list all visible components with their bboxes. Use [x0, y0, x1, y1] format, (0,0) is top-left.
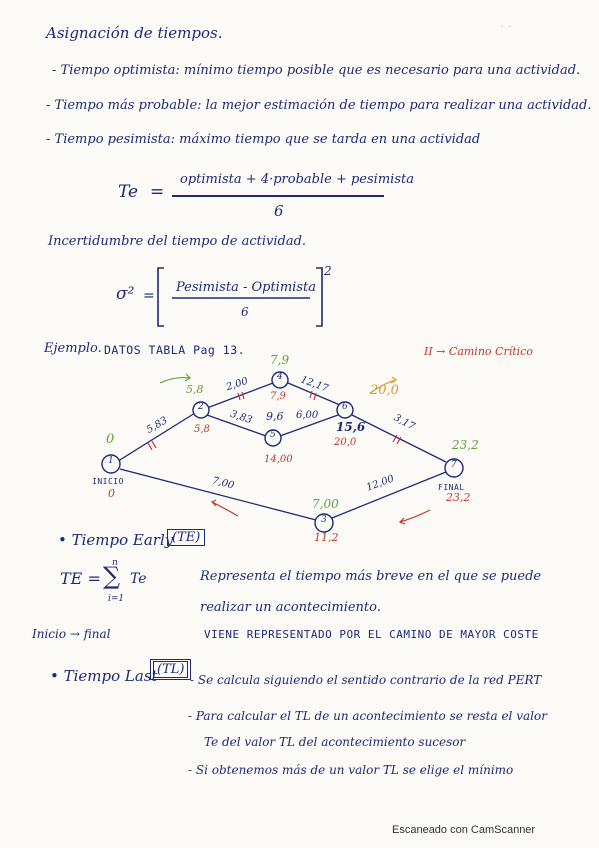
node-5: [264, 429, 282, 447]
edge-2-5: [206, 414, 267, 437]
scanner-footer: Escaneado con CamScanner: [392, 824, 536, 836]
node-4-early: 7,9: [270, 353, 290, 367]
node-3: [314, 513, 334, 533]
example-label: Ejemplo.: [44, 341, 102, 356]
node-1: [101, 454, 121, 474]
early-desc-2: realizar un acontecimiento.: [200, 600, 381, 615]
last-line-3: Te del valor TL del acontecimiento suces…: [204, 735, 466, 749]
edge-5-6: [279, 414, 339, 437]
edge-3-7: [331, 471, 447, 519]
te-formula-numerator: optimista + 4·probable + pesimista: [180, 172, 414, 187]
te-formula-denominator: 6: [274, 202, 284, 220]
early-symbol-box: (TE): [167, 529, 206, 546]
bullet-optimista: - Tiempo optimista: mínimo tiempo posibl…: [52, 63, 581, 78]
node-2-id: 2: [198, 402, 204, 412]
node-1-early: 0: [106, 432, 115, 447]
node-2-early: 5,8: [186, 383, 204, 396]
early-direction-arrow: [159, 376, 191, 384]
node-2: [192, 401, 210, 419]
late-direction-arrow-left: [211, 501, 239, 517]
edge-6-7: [351, 414, 447, 463]
node-6-id: 6: [342, 402, 348, 412]
sigma-exponent: 2: [324, 264, 332, 278]
node-2-late: 5,8: [194, 424, 210, 435]
node-4-id: 4: [277, 372, 283, 382]
sum-lower: i=1: [108, 594, 125, 604]
node-7-late: 23,2: [446, 491, 471, 504]
node-6-extra: 20,0: [370, 383, 399, 398]
last-line-2: - Para calcular el TL de un acontecimien…: [188, 709, 547, 723]
sigma-lhs: σ²: [116, 284, 135, 304]
critical-path-legend: II → Camino Crítico: [424, 345, 533, 358]
node-5-id: 5: [270, 430, 276, 440]
node-1-id: 1: [108, 456, 114, 466]
example-caption: DATOS TABLA Pag 13.: [104, 343, 246, 357]
te-fraction-line: [172, 195, 384, 197]
node-4: [271, 371, 289, 389]
late-direction-arrow-right: [399, 509, 431, 523]
edge-5-6-duration: 6,00: [296, 410, 319, 421]
edge-2-4: [206, 382, 274, 409]
sum-upper: n: [112, 558, 118, 568]
bullet-pesimista: - Tiempo pesimista: máximo tiempo que se…: [46, 132, 481, 147]
sigma-denominator: 6: [241, 305, 249, 319]
sum-symbol: ∑: [103, 562, 121, 590]
bullet-probable: - Tiempo más probable: la mejor estimaci…: [46, 98, 592, 113]
edge-1-2: [114, 412, 196, 464]
sigma-numerator: Pesimista - Optimista: [176, 280, 316, 295]
sigma-equals: =: [143, 288, 155, 304]
early-symbol: (TE): [172, 530, 201, 545]
node-7-label: FINAL: [438, 483, 465, 492]
node-5-late: 14,00: [264, 454, 293, 465]
page-title: Asignación de tiempos.: [46, 24, 223, 42]
node-3-early: 7,00: [312, 497, 339, 511]
last-heading: • Tiempo Last: [50, 667, 158, 685]
pert-network: [101, 371, 464, 533]
node-7: [444, 458, 464, 478]
te-formula-equals: =: [150, 182, 165, 202]
node-3-late: 11,2: [314, 531, 339, 544]
node-3-id: 3: [321, 515, 327, 525]
early-note: VIENE REPRESENTADO POR EL CAMINO DE MAYO…: [204, 628, 539, 641]
node-1-label: INICIO: [92, 477, 124, 486]
last-symbol: (TL): [153, 661, 189, 678]
node-5-early: 9,6: [266, 410, 284, 423]
critical-marks: [147, 390, 402, 451]
node-4-late: 7,9: [270, 391, 286, 402]
node-6: [336, 401, 354, 419]
te-formula-lhs: Te: [118, 182, 139, 202]
edge-1-3: [119, 468, 317, 521]
early-formula-lhs: TE =: [60, 569, 101, 588]
last-line-1: - Se calcula siguiendo el sentido contra…: [190, 673, 542, 687]
bleed-through-mark: ˎ ˏ: [500, 14, 512, 28]
node-6-early: 15,6: [336, 420, 366, 434]
edge-4-6: [287, 382, 341, 406]
early-desc-1: Representa el tiempo más breve en el que…: [200, 569, 542, 584]
early-flow: Inicio → final: [32, 627, 111, 641]
node-1-late: 0: [108, 487, 115, 500]
node-6-late: 20,0: [334, 437, 357, 448]
node-7-id: 7: [451, 460, 457, 470]
last-symbol-box: (TL): [150, 659, 192, 680]
sum-term: Te: [130, 571, 147, 587]
early-heading: • Tiempo Early: [58, 531, 174, 549]
node-7-early: 23,2: [452, 438, 479, 452]
uncertainty-title: Incertidumbre del tiempo de actividad.: [48, 234, 307, 249]
sigma-brackets: [157, 267, 323, 327]
last-line-4: - Si obtenemos más de un valor TL se eli…: [188, 763, 514, 777]
